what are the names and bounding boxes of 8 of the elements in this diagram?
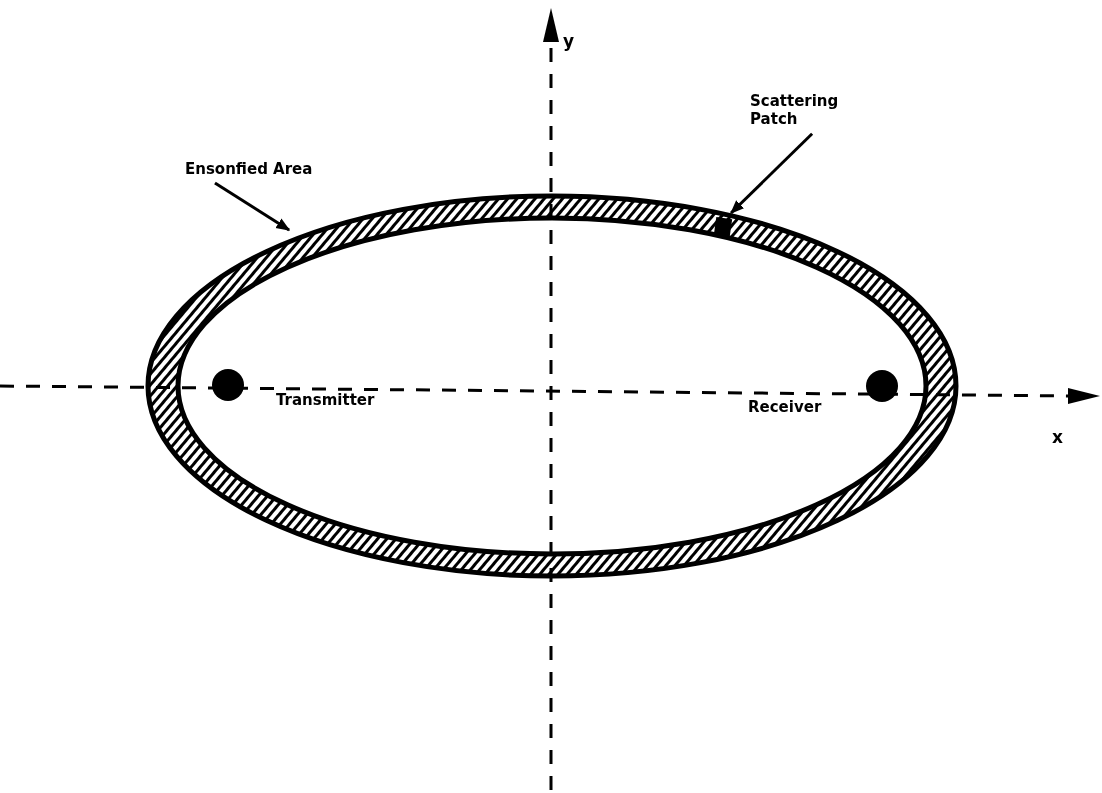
axis-label: y — [563, 32, 575, 50]
point-label: Transmitter — [276, 391, 375, 409]
axis-label: x — [1052, 428, 1063, 446]
callout-text: Scattering Patch — [750, 92, 840, 130]
callout-text: Ensonfied Area — [185, 160, 325, 180]
leader-line — [214, 181, 291, 232]
leader-line — [730, 132, 814, 215]
point-label: Receiver — [748, 398, 822, 416]
